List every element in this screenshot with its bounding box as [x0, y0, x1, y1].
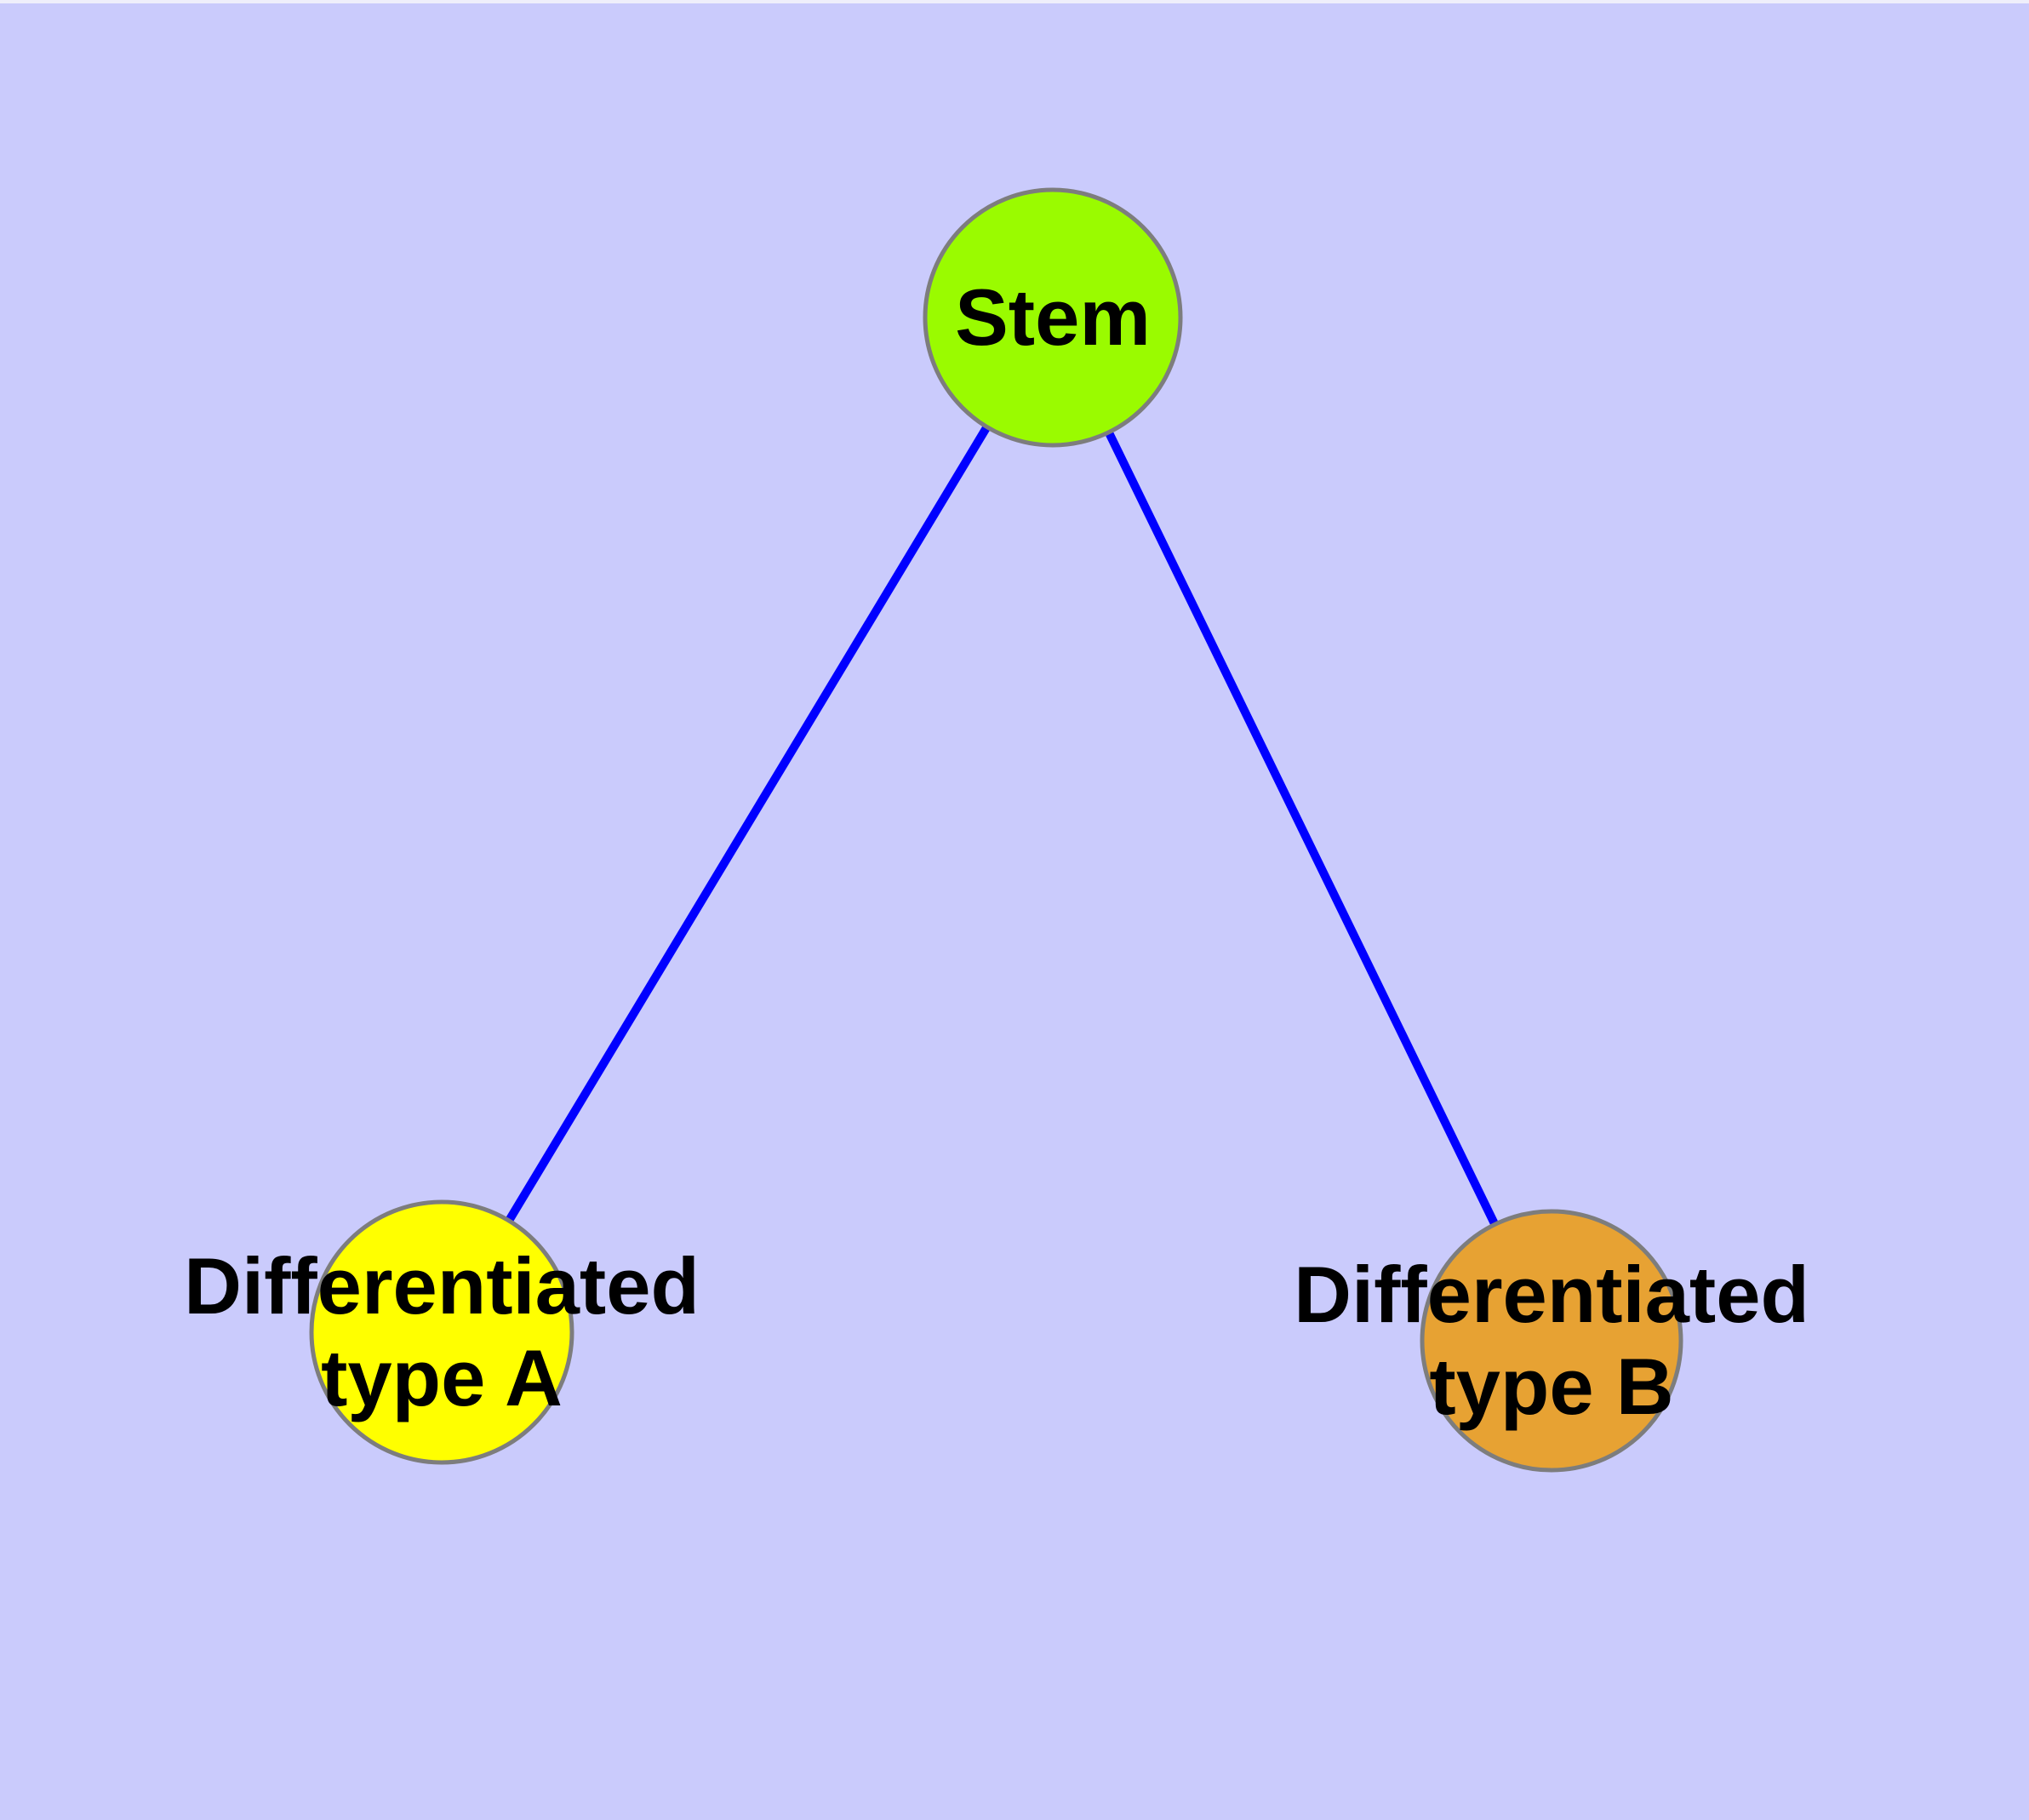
edge-stem-to-type-b: [1049, 315, 1556, 1343]
plot-margin-line: [0, 0, 2029, 3]
node-differentiated-type-a-circle: [309, 1199, 574, 1465]
edge-stem-to-type-a: [437, 315, 1057, 1335]
node-stem-circle: [923, 187, 1183, 448]
node-differentiated-type-b-circle: [1420, 1209, 1683, 1473]
